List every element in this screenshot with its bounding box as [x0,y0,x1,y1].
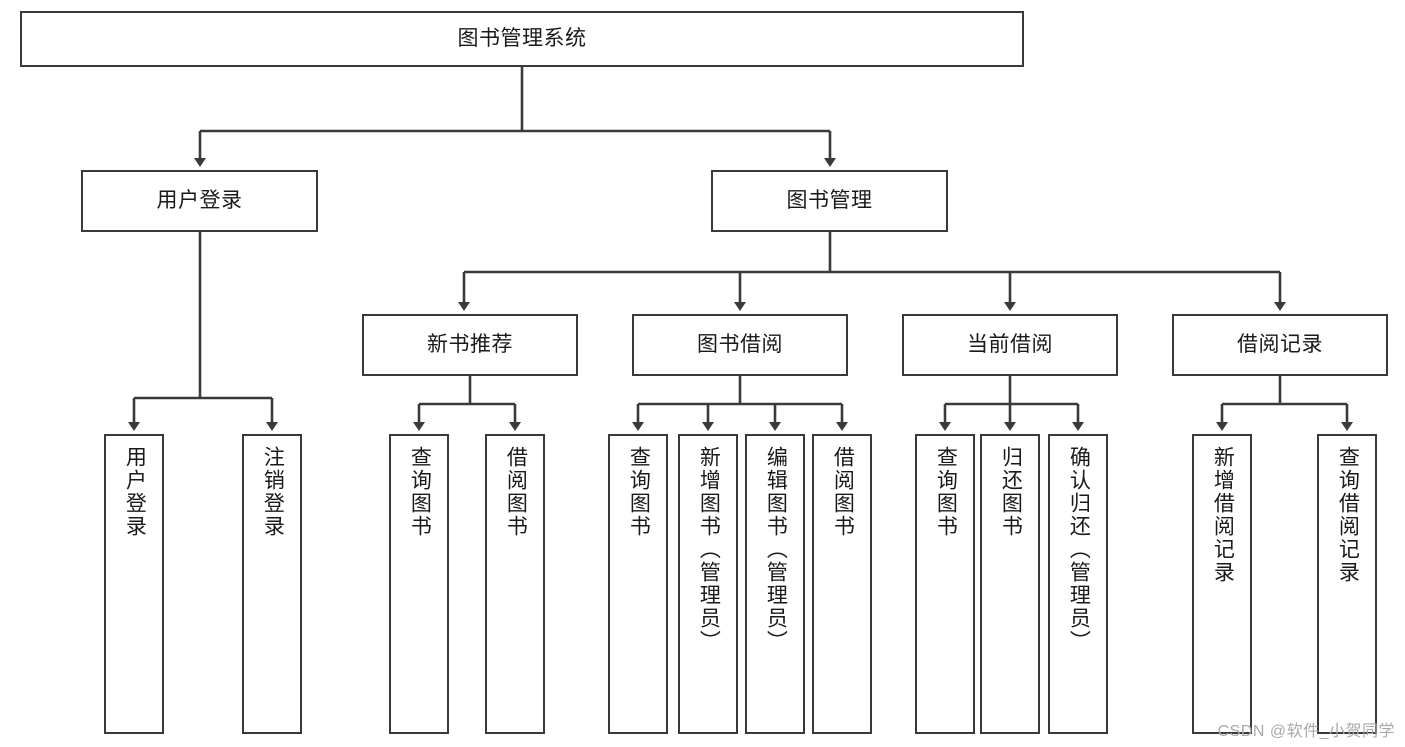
leaf-new-book-query[interactable]: 查询图书 [389,434,449,734]
node-label: 当前借阅 [967,332,1053,356]
leaf-current-borrow-query[interactable]: 查询图书 [915,434,975,734]
node-label: 查询图书 [408,446,432,538]
node-book-borrow[interactable]: 图书借阅 [632,314,848,376]
node-borrow-record[interactable]: 借阅记录 [1172,314,1388,376]
node-label: 借阅图书 [831,446,855,538]
leaf-book-borrow-edit[interactable]: 编辑图书（管理员） [745,434,805,734]
leaf-book-borrow-add[interactable]: 新增图书（管理员） [678,434,738,734]
node-user-login[interactable]: 用户登录 [81,170,318,232]
leaf-borrow-record-query[interactable]: 查询借阅记录 [1317,434,1377,734]
node-label: 图书管理系统 [457,26,587,50]
csdn-watermark: CSDN @软件_小贺同学 [1217,723,1395,740]
node-label: 图书管理 [786,188,873,212]
leaf-user-login-logout[interactable]: 注销登录 [242,434,302,734]
node-label: 编辑图书（管理员） [764,446,788,653]
node-label: 注销登录 [261,446,285,538]
node-label: 借阅记录 [1237,332,1323,356]
node-root-system[interactable]: 图书管理系统 [20,11,1024,67]
leaf-current-borrow-confirm-return[interactable]: 确认归还（管理员） [1048,434,1108,734]
node-label: 用户登录 [123,446,147,538]
node-label: 借阅图书 [504,446,528,538]
node-label: 用户登录 [156,188,243,212]
node-book-management[interactable]: 图书管理 [711,170,948,232]
leaf-new-book-borrow[interactable]: 借阅图书 [485,434,545,734]
node-label: 查询图书 [934,446,958,538]
leaf-book-borrow-borrow[interactable]: 借阅图书 [812,434,872,734]
node-label: 新书推荐 [427,332,513,356]
node-label: 查询图书 [627,446,651,538]
node-label: 确认归还（管理员） [1067,446,1091,653]
node-label: 查询借阅记录 [1336,446,1360,584]
leaf-book-borrow-query[interactable]: 查询图书 [608,434,668,734]
node-label: 归还图书 [999,446,1023,538]
node-new-book-recommend[interactable]: 新书推荐 [362,314,578,376]
node-label: 新增借阅记录 [1211,446,1235,584]
node-label: 新增图书（管理员） [697,446,721,653]
leaf-borrow-record-add[interactable]: 新增借阅记录 [1192,434,1252,734]
leaf-current-borrow-return[interactable]: 归还图书 [980,434,1040,734]
node-label: 图书借阅 [697,332,783,356]
node-current-borrow[interactable]: 当前借阅 [902,314,1118,376]
leaf-user-login-login[interactable]: 用户登录 [104,434,164,734]
